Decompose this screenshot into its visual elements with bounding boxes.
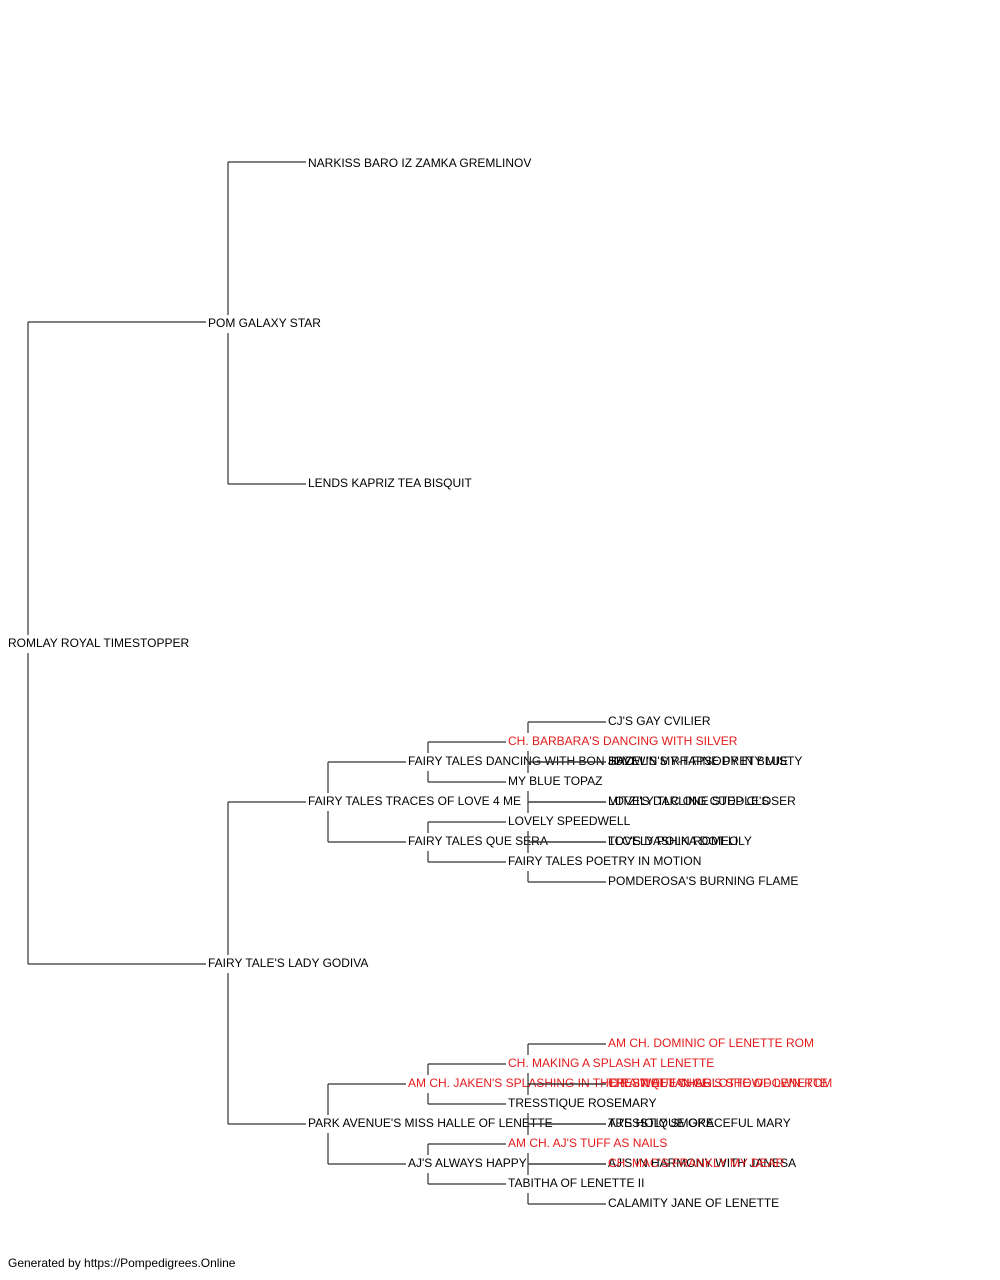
dog-name-8: CJ'S GAY CVILIER	[608, 714, 711, 728]
dog-name-9: HAZEL'S MY-T-FINE PRETY MISTY	[608, 754, 802, 768]
dog-name-31: AJ'S IN HARMONY WITH JANESA	[608, 1156, 796, 1170]
dog-name-14: LOVELY SPEEDWELL	[508, 814, 631, 828]
dog-name-11: SHOWIN'S RHAPSODY IN BLUE	[608, 754, 788, 768]
dog-name-29: AM CH. AJ'S TUFF AS NAILS	[508, 1136, 667, 1150]
dog-name-20: PARK AVENUE'S MISS HALLE OF LENETTE	[308, 1116, 553, 1130]
dog-name-13: FAIRY TALES QUE SERA	[408, 834, 548, 848]
dog-name-26: TRESTIQUE-N-GG'S SHOWDOWN ROM	[608, 1076, 832, 1090]
dog-name-10: MY BLUE TOPAZ	[508, 774, 602, 788]
dog-name-1: POM GALAXY STAR	[208, 316, 321, 330]
dog-name-22: CH. MAKING A SPLASH AT LENETTE	[508, 1056, 714, 1070]
footer-credit: Generated by https://Pompedigrees.Online	[8, 1256, 236, 1270]
dog-name-5: FAIRY TALES TRACES OF LOVE 4 ME	[308, 794, 521, 808]
dog-name-7: CH. BARBARA'S DANCING WITH SILVER	[508, 734, 738, 748]
dog-name-3: LENDS KAPRIZ TEA BISQUIT	[308, 476, 472, 490]
dog-name-6: FAIRY TALES DANCING WITH BON JOVI	[408, 754, 635, 768]
dog-name-28: AJ'S ALWAYS HAPPY	[408, 1156, 527, 1170]
dog-name-2: NARKISS BARO IZ ZAMKA GREMLINOV	[308, 156, 531, 170]
dog-name-24: CH. SWEET CHARLOTTE OF LENETTE	[608, 1076, 828, 1090]
dog-name-34: CALAMITY JANE OF LENETTE	[608, 1196, 779, 1210]
dog-name-4: FAIRY TALE'S LADY GODIVA	[208, 956, 368, 970]
dog-name-17: FAIRY TALES POETRY IN MOTION	[508, 854, 701, 868]
dog-name-21: AM CH. JAKEN'S SPLASHING IN THE RAIN AT …	[408, 1076, 710, 1090]
dog-name-19: POMDEROSA'S BURNING FLAME	[608, 874, 798, 888]
dog-name-25: TRESSTIQUE ROSEMARY	[508, 1096, 656, 1110]
dog-name-15: LOVELY TLC ONE STEP CLOSER	[608, 794, 796, 808]
dog-name-27: TRESSTIQUE GRACEFUL MARY	[608, 1116, 791, 1130]
dog-name-18: TLC'S DASHIN ROMEO	[608, 834, 738, 848]
dog-name-30: AJ'S HOLY SMOKE	[608, 1116, 714, 1130]
dog-name-12: MITZI'S DARLING CUDDLE'S	[608, 794, 769, 808]
dog-name-23: AM CH. DOMINIC OF LENETTE ROM	[608, 1036, 814, 1050]
dog-name-32: TABITHA OF LENETTE II	[508, 1176, 644, 1190]
dog-name-16: LOVELY POLKA DOT LILY	[608, 834, 752, 848]
dog-name-0: ROMLAY ROYAL TIMESTOPPER	[8, 636, 189, 650]
dog-name-33: CH. MAC'S FRANKLY MY DEAR	[608, 1156, 785, 1170]
